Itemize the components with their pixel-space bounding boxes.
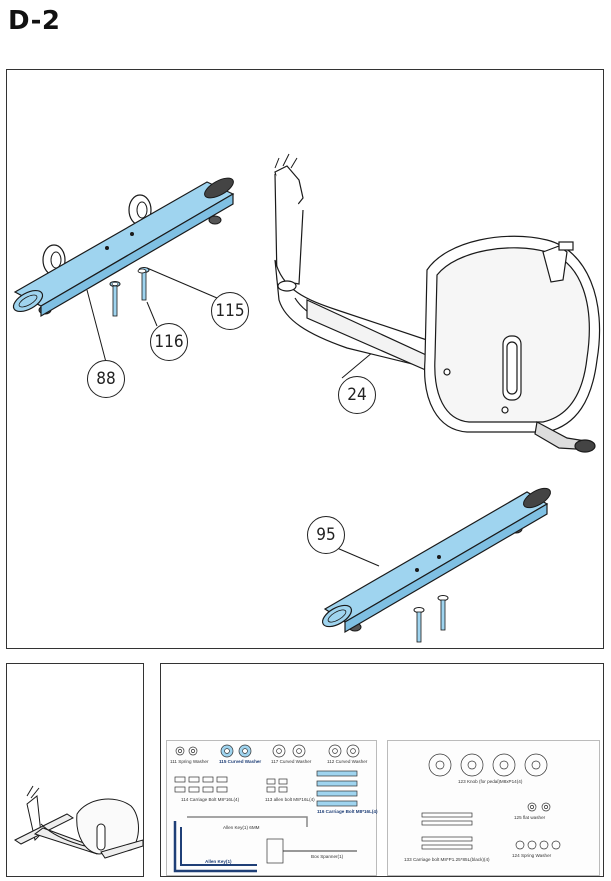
- callout-88: 88: [87, 360, 125, 398]
- front-stabilizer-95: [321, 487, 551, 634]
- part-label-125: 125 flat washer: [514, 815, 546, 820]
- parts-sheet-left-drawing: [173, 744, 360, 873]
- overview-thumbnail-panel: [6, 663, 144, 877]
- part-label-box-spanner: Box Spanner(1): [311, 854, 344, 859]
- callout-24: 24: [338, 376, 376, 414]
- callout-115: 115: [211, 292, 249, 330]
- part-label-112: 112 Curved Washer: [327, 759, 368, 764]
- step-title: D-2: [8, 6, 61, 36]
- part-label-116: 116 Carriage Bolt M8*16L(4): [317, 809, 378, 814]
- part-label-124: 124 Spring Washer: [512, 853, 552, 858]
- part-label-allen-key-6mm: Allen Key(1) 6MM: [223, 825, 260, 830]
- front-bolts: [413, 595, 449, 643]
- callout-116: 116: [150, 323, 188, 361]
- callout-95: 95: [307, 516, 345, 554]
- part-label-115: 115 Curved Washer: [219, 759, 262, 764]
- parts-sheet-left: 111 Spring Washer 115 Curved Washer 117 …: [166, 740, 378, 876]
- part-label-117: 117 Curved Washer: [271, 759, 312, 764]
- part-label-111: 111 Spring Washer: [170, 759, 209, 764]
- parts-list-panel: 111 Spring Washer 115 Curved Washer 117 …: [160, 663, 604, 877]
- assembly-diagram-panel: 88 116 115 24 95: [6, 69, 604, 649]
- part-label-allen-key: Allen Key(1): [205, 859, 232, 864]
- rear-stabilizer-88: [12, 177, 235, 318]
- parts-sheet-right-drawing: [421, 753, 561, 850]
- overview-thumbnail: [14, 785, 143, 859]
- parts-sheet-right: 123 Knob (for pedal)M8xP14(4) 125 flat w…: [387, 740, 600, 876]
- bolts-116-washers-115: [109, 267, 150, 317]
- leader-lines: [86, 267, 380, 567]
- part-label-113: 113 allen bolt M8*16L(4): [265, 797, 315, 802]
- part-label-114: 114 Carriage Bolt M8*16L(4): [181, 797, 240, 802]
- main-frame-24: [274, 153, 601, 453]
- part-label-123: 123 Knob (for pedal)M8xP14(4): [458, 779, 523, 784]
- part-label-133: 133 Carriage bolt M8*P1.25*85L(black)(4): [404, 857, 490, 862]
- assembly-diagram: [12, 153, 601, 643]
